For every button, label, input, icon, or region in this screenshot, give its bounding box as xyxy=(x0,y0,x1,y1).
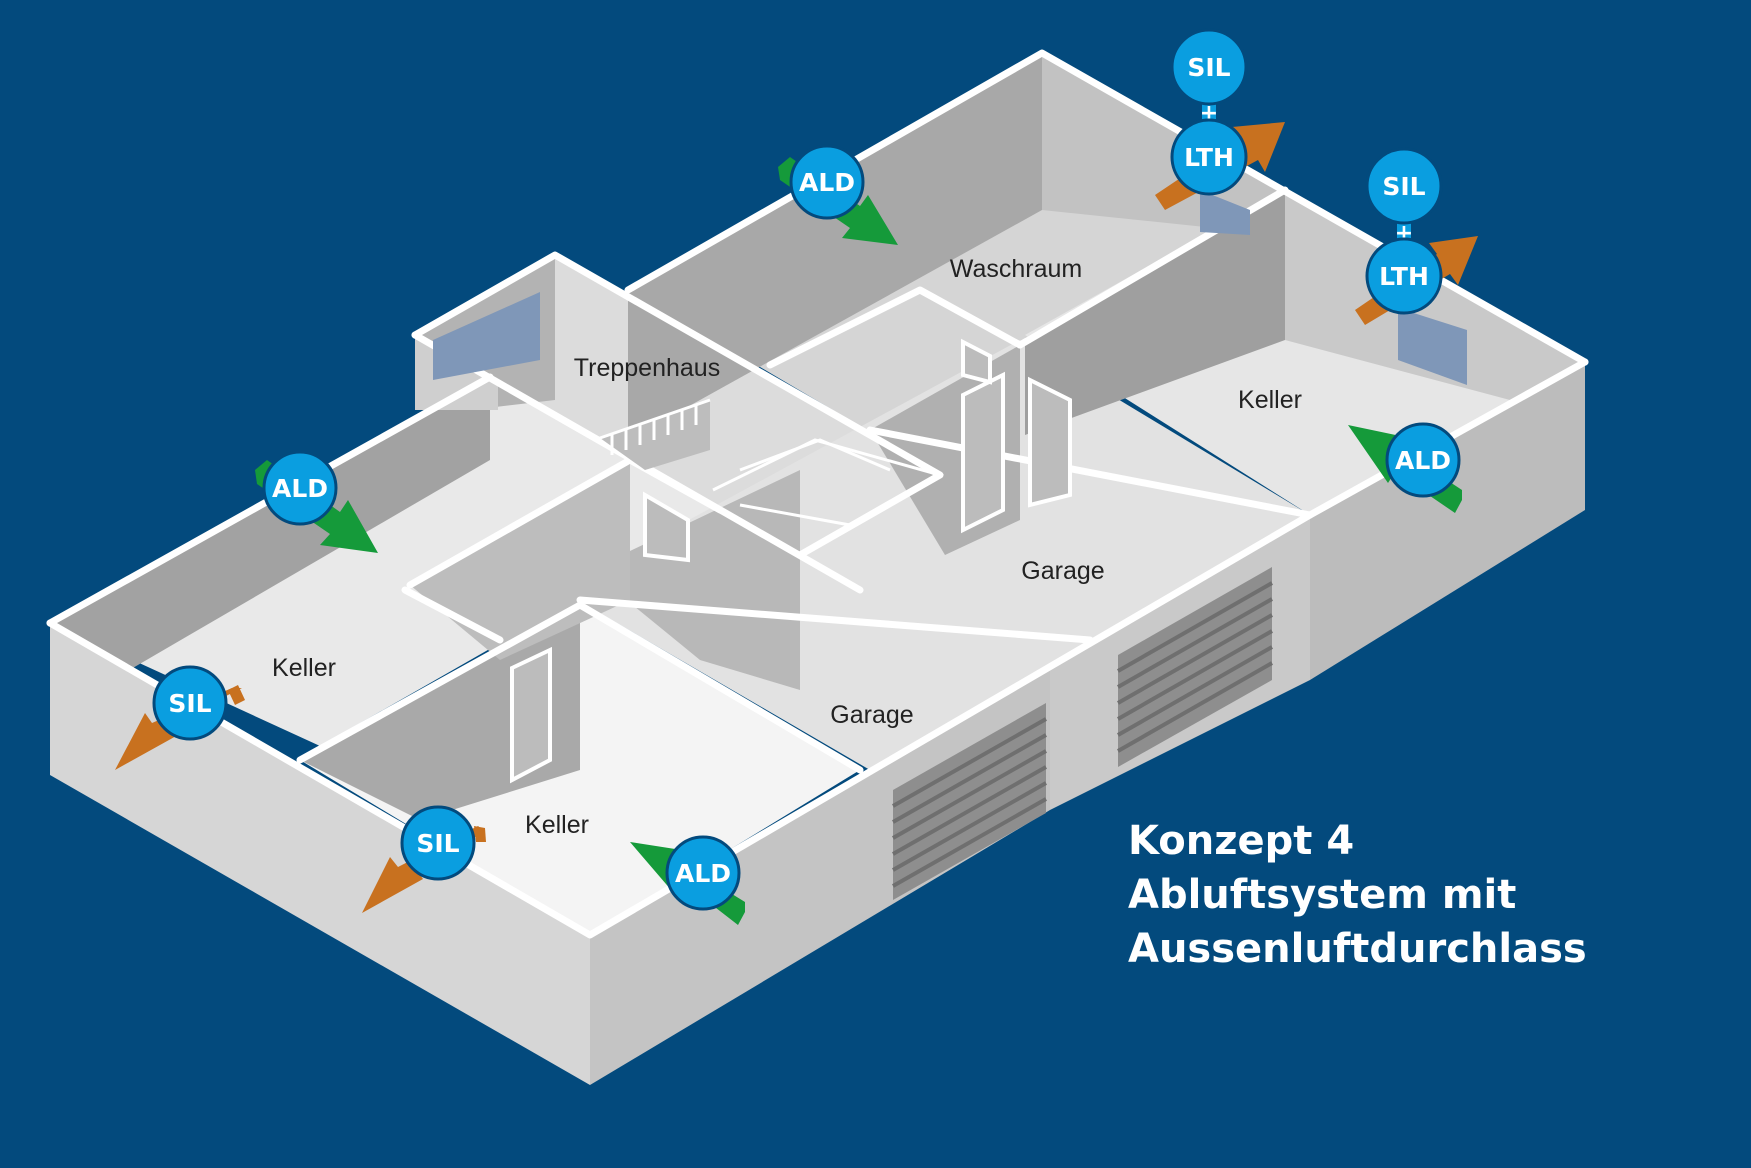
sil-badge-label: SIL xyxy=(168,689,211,718)
wall-face-left-keller xyxy=(52,377,490,715)
exhaust-stub-sil-bottom xyxy=(474,826,486,842)
exhaust-arrow-keller-left xyxy=(115,688,242,770)
ald-badge-label: ALD xyxy=(799,168,855,197)
staircase xyxy=(599,398,944,527)
lth-badge-waschraum xyxy=(1170,118,1248,196)
wall-edge-garage-divider xyxy=(866,426,1314,519)
room-label-waschraum: Waschraum xyxy=(950,255,1082,283)
title-line-3: Aussenluftdurchlass xyxy=(1128,926,1587,972)
exhaust-stub-sil-left xyxy=(228,685,245,705)
ald-badge-label: ALD xyxy=(1395,446,1451,475)
wall-face-upper-room xyxy=(628,53,1042,440)
wall-edge-garage-mid xyxy=(576,596,1094,644)
ald-badge-keller-left: ALD xyxy=(262,450,338,526)
sil-badge-label: SIL xyxy=(1187,53,1230,82)
ald-badge-waschraum: ALD xyxy=(789,144,865,220)
window-waschraum xyxy=(1200,190,1250,235)
wall-edge-bottom-keller xyxy=(296,601,864,774)
wall-face-keller-right xyxy=(1025,190,1285,435)
sil-lth-stack-keller-right: SIL + LTH xyxy=(1365,147,1443,315)
garage-door-left xyxy=(892,703,1047,900)
wall-edge-corridor xyxy=(406,456,724,589)
room-label-treppenhaus: Treppenhaus xyxy=(574,354,720,382)
ald-badge-label: ALD xyxy=(675,859,731,888)
room-label-keller-right: Keller xyxy=(1238,386,1302,414)
title-line-2: Abluftsystem mit xyxy=(1128,872,1517,918)
lth-badge-label: LTH xyxy=(1379,262,1429,291)
concept-title: Konzept 4 Abluftsystem mit Aussenluftdur… xyxy=(1128,814,1587,976)
title-line-1: Konzept 4 xyxy=(1128,818,1355,864)
sil-badge-keller-right xyxy=(1365,147,1443,225)
outer-wall-right xyxy=(1310,362,1585,680)
sil-badge-keller-left: SIL xyxy=(152,665,228,741)
wall-face-keller-right-side xyxy=(1285,190,1585,420)
door-bottom-keller xyxy=(510,646,552,784)
door-garage-upper xyxy=(961,371,1005,534)
device-badges: ALD SIL + LTH SIL + LTH ALD ALD xyxy=(152,28,1461,911)
sil-badge-label: SIL xyxy=(1382,172,1425,201)
wall-edge-waschraum-divider xyxy=(766,286,1024,369)
door-corridor xyxy=(643,491,690,563)
sil-badge-keller-bottom: SIL xyxy=(400,805,476,881)
wall-edge-keller-left-divider xyxy=(401,586,504,644)
door-waschraum xyxy=(961,338,992,385)
window-treppenhaus xyxy=(433,292,540,380)
room-labels: Waschraum Treppenhaus Keller Garage Gara… xyxy=(272,255,1302,839)
sil-badge-label: SIL xyxy=(416,829,459,858)
doorways xyxy=(510,338,1072,784)
garage-door-right xyxy=(1117,567,1273,767)
ald-badge-keller-right: ALD xyxy=(1385,422,1461,498)
lth-badge-label: LTH xyxy=(1184,143,1234,172)
sil-lth-stack-waschraum: SIL + LTH xyxy=(1170,28,1248,196)
floor-left-section xyxy=(52,377,750,746)
door-garage-upper-2 xyxy=(1028,376,1072,508)
window-keller-right xyxy=(1398,308,1467,385)
ald-badge-keller-bottom: ALD xyxy=(665,835,741,911)
lth-badge-keller-right xyxy=(1365,237,1443,315)
ald-badge-label: ALD xyxy=(272,474,328,503)
room-label-garage-lower: Garage xyxy=(830,701,913,729)
room-label-keller-bottom: Keller xyxy=(525,811,589,839)
room-label-garage-upper: Garage xyxy=(1021,557,1104,585)
sil-badge-waschraum xyxy=(1170,28,1248,106)
room-label-keller-left: Keller xyxy=(272,654,336,682)
